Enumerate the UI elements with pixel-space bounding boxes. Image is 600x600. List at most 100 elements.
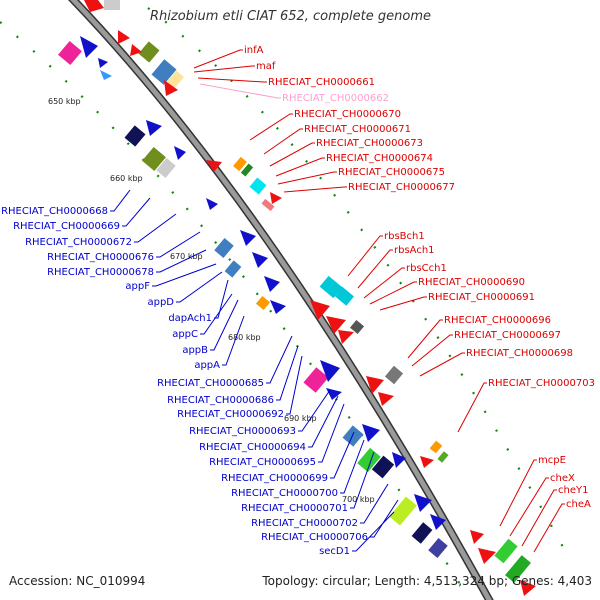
outer-label-leader [193,65,255,73]
outer-gene-label[interactable]: RHECIAT_CH0000697 [454,330,561,341]
inner-gene-label[interactable]: RHECIAT_CH0000700 [231,488,338,499]
inner-gene-label[interactable]: secD1 [319,546,350,557]
inner-label-leader [350,451,375,509]
inner-gene-label[interactable]: RHECIAT_CH0000701 [241,503,348,514]
inner-gene-label[interactable]: appD [147,297,174,308]
outer-gene-label[interactable]: RHECIAT_CH0000670 [294,109,401,120]
inner-label-leader [330,431,355,479]
outer-label-leader [411,334,453,367]
outer-label-leader [419,352,465,377]
outer-gene-label[interactable]: infA [244,45,264,56]
inner-label-leader [308,395,339,448]
outer-gene-label[interactable]: RHECIAT_CH0000661 [268,77,375,88]
inner-label-leader [122,197,151,227]
inner-gene-label[interactable]: RHECIAT_CH0000699 [221,473,328,484]
inner-gene-label[interactable]: RHECIAT_CH0000672 [25,237,132,248]
outer-gene-labels[interactable]: infA mafRHECIAT_CH0000661RHECIAT_CH000066… [244,45,595,510]
inner-gene-label[interactable]: RHECIAT_CH0000676 [47,252,154,263]
genome-stats-text: Topology: circular; Length: 4,513,324 bp… [262,574,592,588]
map-title: Rhizobium etli CIAT 652, complete genome [150,9,431,24]
outer-label-leader [363,267,405,299]
outer-label-leader [275,157,325,177]
outer-gene-label[interactable]: cheA [566,499,591,510]
inner-label-leader [214,279,229,319]
outer-label-leader [277,171,337,185]
inner-label-leader [176,271,223,303]
tick-label: 690 kbp [284,414,317,423]
outer-label-leader [499,459,537,527]
outer-label-leaders [193,49,565,553]
inner-label-leader [156,231,201,258]
inner-gene-label[interactable]: RHECIAT_CH0000685 [157,378,264,389]
inner-gene-label[interactable]: dapAch1 [168,313,212,324]
outer-gene-label[interactable]: rbsAch1 [394,245,435,256]
outer-label-leader [249,113,293,141]
inner-gene-label[interactable]: appA [194,360,220,371]
outer-gene-label[interactable]: RHECIAT_CH0000671 [304,124,411,135]
outer-gene-label[interactable]: RHECIAT_CH0000662 [282,93,389,104]
outer-label-leader [263,128,303,155]
outer-gene-label[interactable]: RHECIAT_CH0000698 [466,348,573,359]
outer-label-leader [379,296,427,311]
inner-label-leader [370,499,399,538]
inner-label-leader [318,403,345,463]
outer-gene-label[interactable]: RHECIAT_CH0000696 [444,315,551,326]
inner-gene-label[interactable]: RHECIAT_CH0000668 [1,206,108,217]
inner-label-leaders [110,189,399,552]
inner-label-leader [110,189,131,212]
outer-gene-label[interactable]: RHECIAT_CH0000674 [326,153,433,164]
accession-text: Accession: NC_010994 [9,574,146,588]
inner-label-leader [340,439,365,494]
genome-backbone-fill [70,0,493,600]
outer-gene-label[interactable]: cheX [550,473,575,484]
inner-dotted-track [0,21,471,600]
outer-label-leader [347,235,383,277]
inner-label-leader [200,293,233,335]
outer-gene-label[interactable]: RHECIAT_CH0000691 [428,292,535,303]
outer-label-leader [457,382,487,433]
inner-gene-label[interactable]: RHECIAT_CH0000693 [189,426,296,437]
outer-gene-label[interactable]: RHECIAT_CH0000677 [348,182,455,193]
inner-gene-label[interactable]: RHECIAT_CH0000692 [177,409,284,420]
inner-gene-label[interactable]: RHECIAT_CH0000678 [47,267,154,278]
inner-label-leader [298,389,331,432]
inner-gene-label[interactable]: RHECIAT_CH0000694 [199,442,306,453]
inner-gene-label[interactable]: RHECIAT_CH0000669 [13,221,120,232]
inner-gene-labels[interactable]: RHECIAT_CH0000668RHECIAT_CH0000669RHECIA… [1,206,368,557]
outer-gene-tracks [84,0,536,596]
outer-gene-label[interactable]: mcpE [538,455,566,466]
inner-gene-label[interactable]: RHECIAT_CH0000706 [261,532,368,543]
outer-gene-label[interactable]: rbsBch1 [384,231,425,242]
outer-gene-label[interactable]: cheY1 [558,485,588,496]
outer-label-leader [521,489,557,547]
inner-label-leader [134,213,177,243]
inner-gene-label[interactable]: appC [172,329,198,340]
outer-gene-label[interactable]: RHECIAT_CH0000703 [488,378,595,389]
outer-label-leader [199,83,281,99]
tick-label: 670 kbp [170,252,203,261]
outer-label-leader [357,249,393,289]
inner-gene-label[interactable]: RHECIAT_CH0000702 [251,518,358,529]
inner-gene-label[interactable]: appF [125,281,150,292]
inner-label-leader [152,263,217,287]
inner-gene-tracks [58,36,448,558]
tick-label: 650 kbp [48,97,81,106]
tick-label: 660 kbp [110,174,143,183]
outer-label-leader [283,186,347,193]
outer-gene-label[interactable]: maf [256,61,276,72]
inner-gene-label[interactable]: RHECIAT_CH0000686 [167,395,274,406]
outer-gene-label[interactable]: rbsCch1 [406,263,447,274]
outer-label-leader [193,49,243,69]
outer-label-leader [269,142,315,167]
outer-label-leader [533,503,565,553]
inner-gene-label[interactable]: RHECIAT_CH0000695 [209,457,316,468]
outer-gene-label[interactable]: RHECIAT_CH0000673 [316,138,423,149]
outer-gene-label[interactable]: RHECIAT_CH0000675 [338,167,445,178]
outer-label-leader [197,77,267,83]
outer-gene-label[interactable]: RHECIAT_CH0000690 [418,277,525,288]
tick-label: 680 kbp [228,333,261,342]
inner-gene-label[interactable]: appB [182,345,208,356]
outer-label-leader [369,281,417,305]
